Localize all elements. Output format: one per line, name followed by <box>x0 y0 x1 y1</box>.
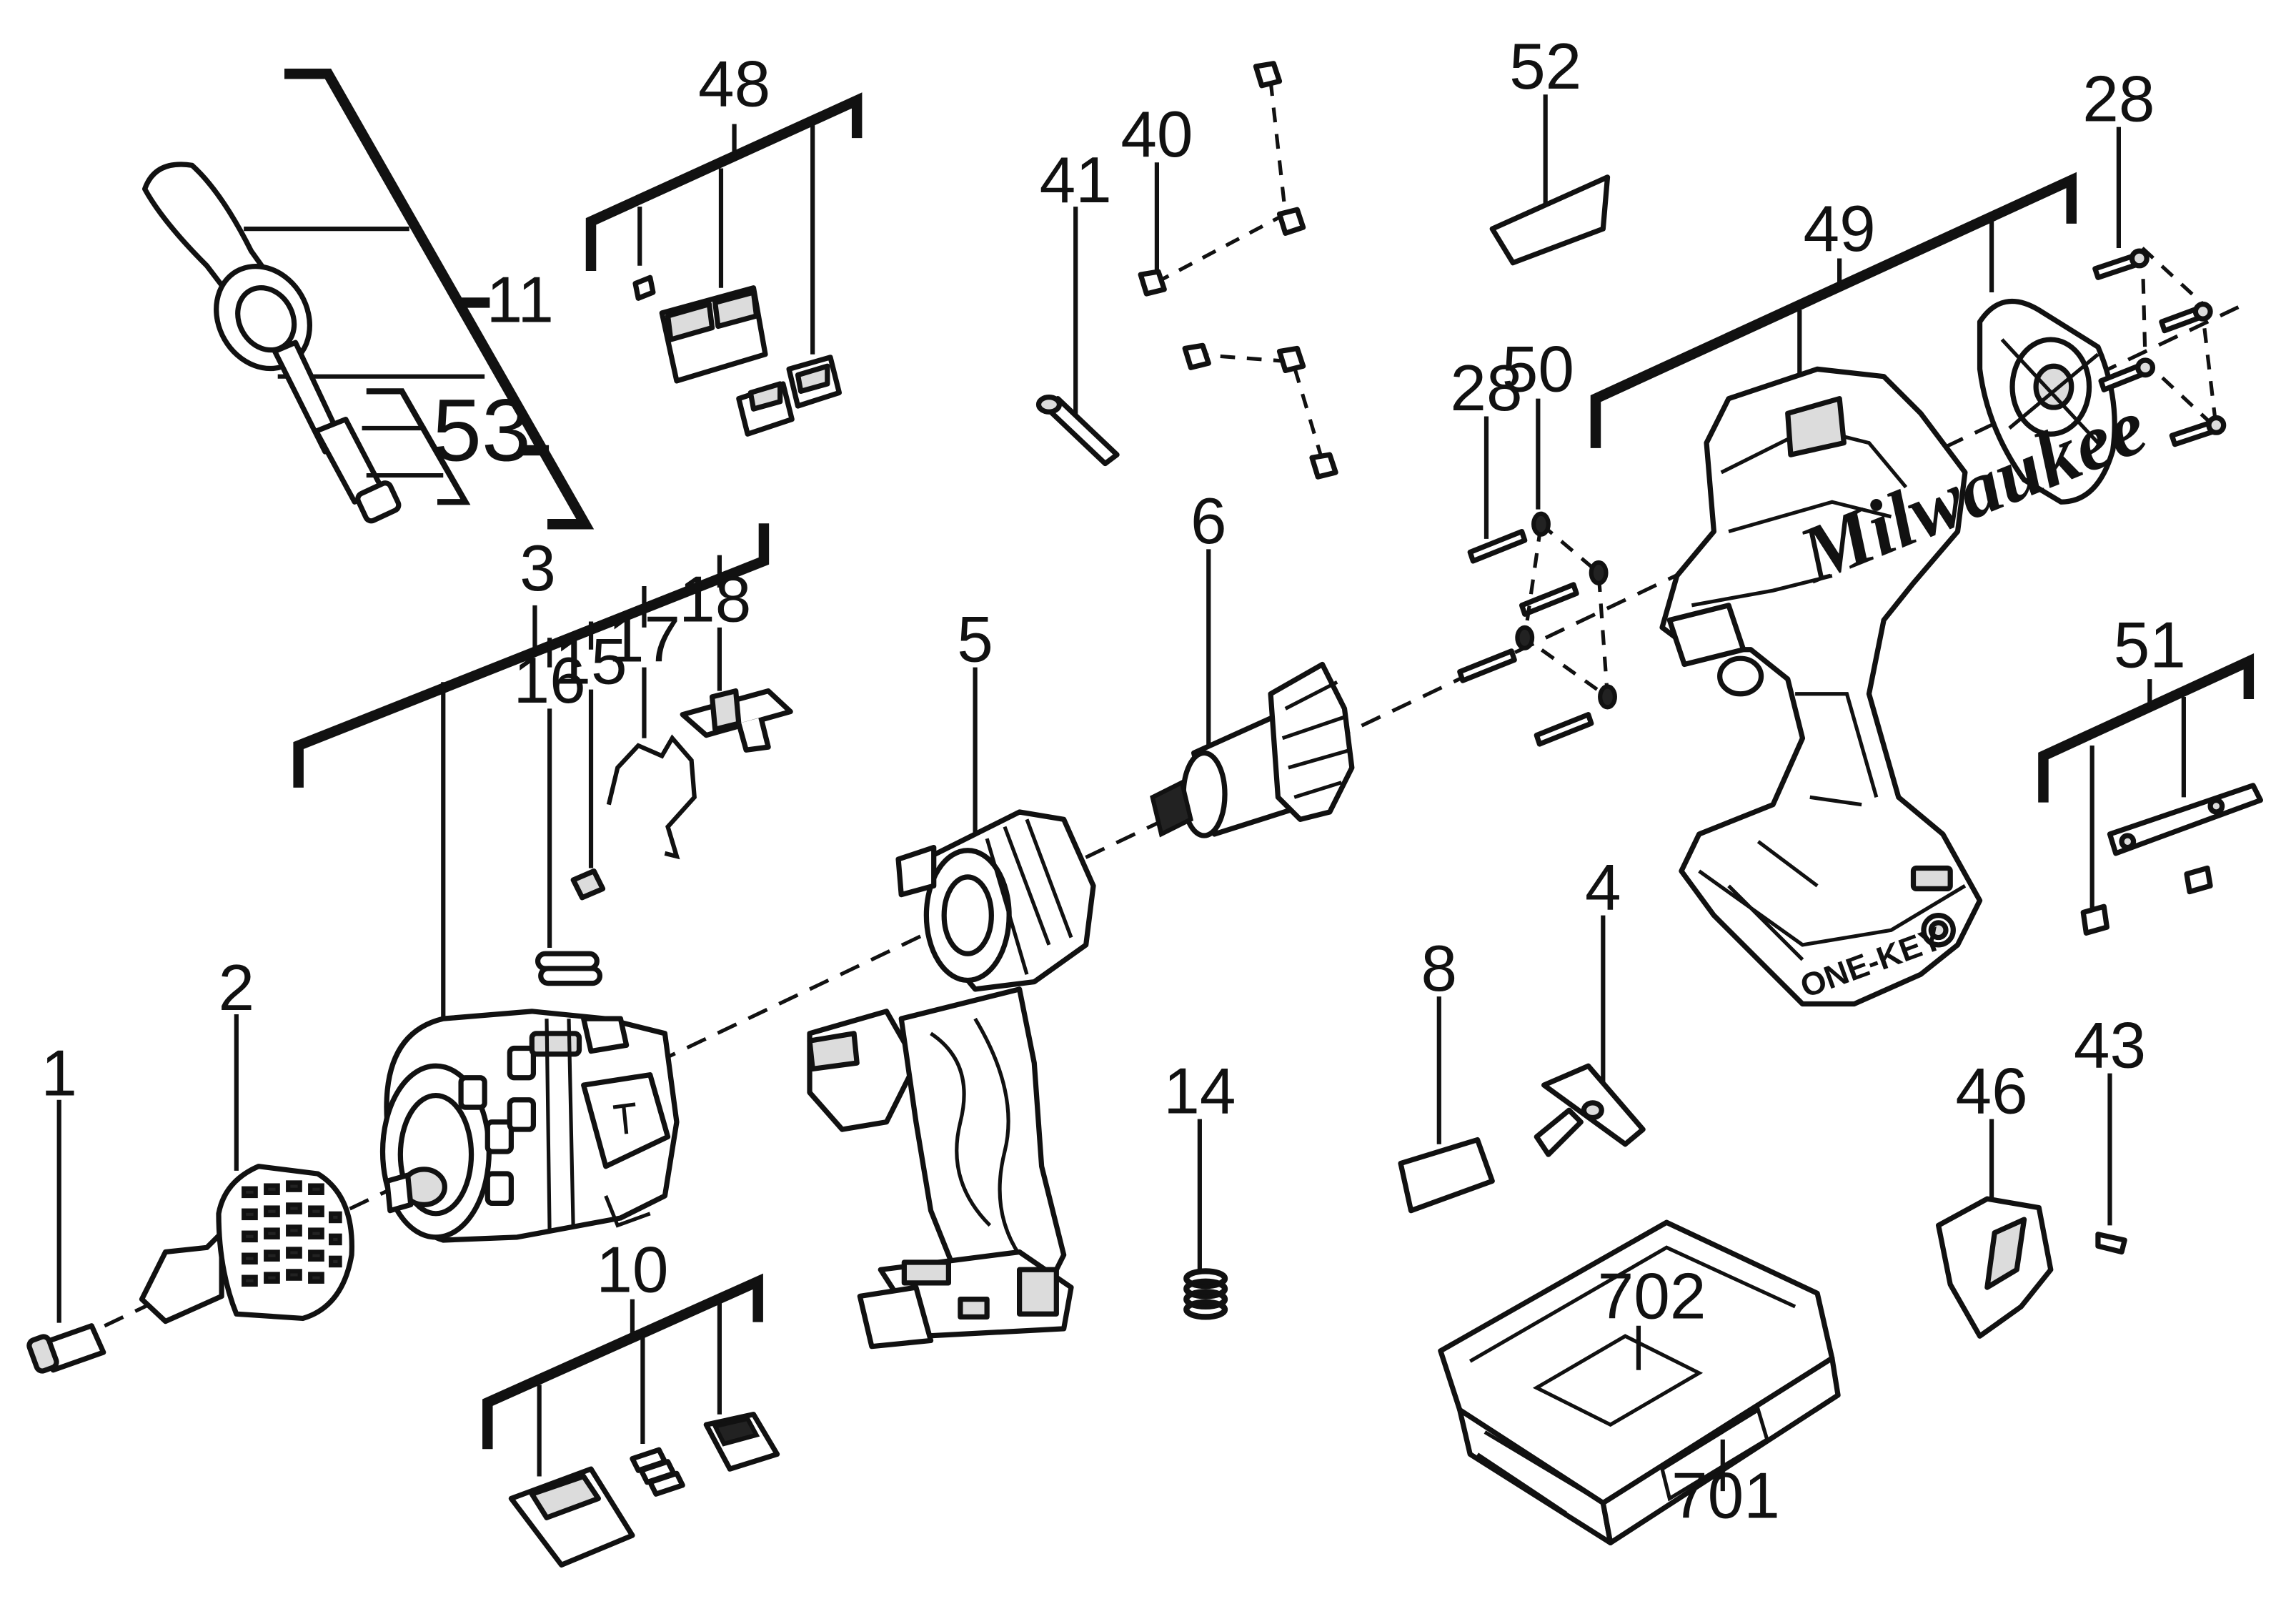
label-4: 4 <box>1585 851 1621 924</box>
label-701: 701 <box>1671 1460 1780 1532</box>
part-28-motor-screws[interactable]: 28 <box>1450 352 1594 747</box>
part-52-label[interactable]: 52 <box>1489 31 1611 266</box>
part-50-washers[interactable]: 50 <box>1502 333 1617 710</box>
part-1-chuck-screw[interactable]: 1 <box>26 1038 106 1374</box>
label-48: 48 <box>698 49 770 121</box>
label-15: 15 <box>555 625 627 698</box>
part-5-stator-electronics[interactable]: 5 <box>807 603 1096 1350</box>
part-702-case-insert[interactable]: 702 <box>1598 1260 1706 1370</box>
label-11: 11 <box>487 264 554 336</box>
part-28-endcap-screws[interactable]: 28 <box>2082 63 2227 447</box>
part-8-label-plate[interactable]: 8 <box>1398 933 1495 1214</box>
label-16: 16 <box>514 645 586 717</box>
label-28-right: 28 <box>2082 63 2155 135</box>
part-48-brush-holders[interactable]: 48 <box>585 49 863 437</box>
label-3: 3 <box>520 533 556 605</box>
part-43-screw[interactable]: 43 <box>2074 1009 2146 1255</box>
part-14-spring[interactable]: 14 <box>1163 1055 1236 1320</box>
label-6: 6 <box>1191 485 1227 558</box>
label-17: 17 <box>608 603 680 675</box>
part-17-spring-clip[interactable]: 17 <box>606 603 697 860</box>
assembly-axis <box>73 305 2240 1342</box>
label-2: 2 <box>219 952 255 1024</box>
label-52: 52 <box>1509 31 1581 103</box>
label-40: 40 <box>1120 99 1193 171</box>
part-46-cover[interactable]: 46 <box>1936 1055 2054 1339</box>
part-3-gearbox-assembly[interactable]: 3 <box>293 523 770 1243</box>
part-2-keyless-chuck[interactable]: 2 <box>139 952 354 1325</box>
label-50: 50 <box>1502 333 1574 405</box>
part-51-belt-clip[interactable]: 51 <box>2038 610 2263 936</box>
label-14: 14 <box>1163 1055 1236 1127</box>
label-5: 5 <box>957 603 993 675</box>
label-702: 702 <box>1598 1260 1706 1332</box>
part-53-handle-clamp[interactable]: 53 <box>362 381 531 505</box>
label-10: 10 <box>596 1234 668 1306</box>
part-49-housing[interactable]: 49 Milwaukee ONE-KEY <box>1590 172 2158 1007</box>
part-10-adapters[interactable]: 10 <box>482 1234 780 1568</box>
part-15-detent[interactable]: 15 <box>555 625 627 901</box>
label-41: 41 <box>1040 144 1112 217</box>
part-16-pins[interactable]: 16 <box>514 645 603 986</box>
label-53: 53 <box>432 381 531 480</box>
label-51: 51 <box>2114 610 2186 682</box>
label-43: 43 <box>2074 1009 2146 1081</box>
part-18-selector[interactable]: 18 <box>679 564 793 753</box>
label-28-left: 28 <box>1450 352 1522 425</box>
part-11-side-handle[interactable]: 11 <box>142 69 595 530</box>
label-8: 8 <box>1421 933 1458 1005</box>
label-18: 18 <box>679 564 751 636</box>
label-49: 49 <box>1804 193 1876 265</box>
part-4-switch[interactable]: 4 <box>1534 851 1646 1157</box>
part-6-rotor[interactable]: 6 <box>1150 485 1355 838</box>
part-40-screws[interactable]: 40 <box>1120 61 1338 480</box>
label-46: 46 <box>1955 1055 2027 1127</box>
part-41-long-screw[interactable]: 41 <box>1035 144 1120 467</box>
label-1: 1 <box>41 1038 77 1110</box>
